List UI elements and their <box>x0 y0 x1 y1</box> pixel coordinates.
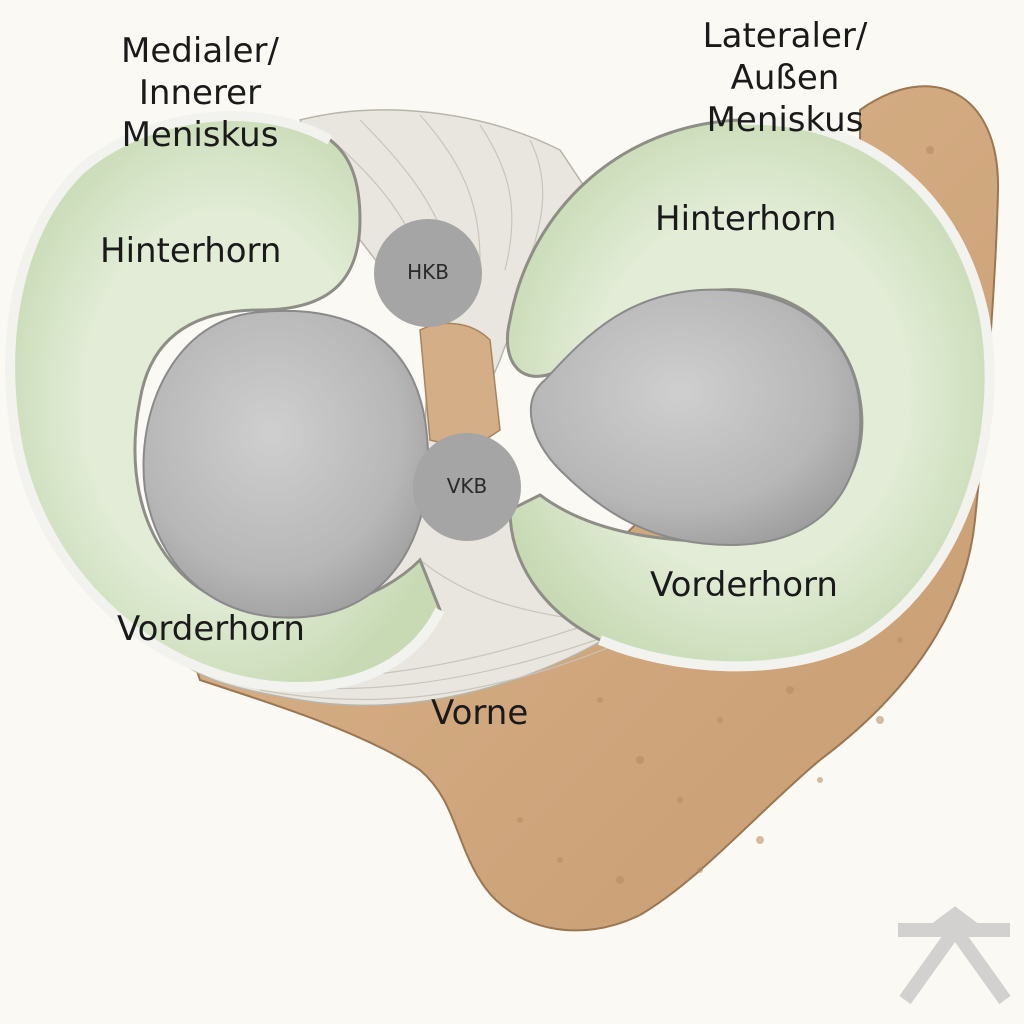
medial-posterior-horn-label: Hinterhorn <box>100 231 282 271</box>
intercondylar-area <box>419 322 501 451</box>
lateral-title-line-2: Außen <box>730 58 840 98</box>
bone-texture <box>517 146 958 884</box>
lateral-title-line-1: Lateraler/ <box>702 16 868 56</box>
medial-title-line-2: Innerer <box>138 73 262 113</box>
medial-title-line-3: Meniskus <box>121 115 279 155</box>
tibia-bone <box>178 85 1000 932</box>
watermark-logo <box>898 906 1011 1005</box>
acl-marker <box>413 433 521 541</box>
lateral-meniscus-rim <box>598 114 995 672</box>
lateral-posterior-horn-label: Hinterhorn <box>655 199 837 239</box>
lateral-cartilage <box>529 288 862 547</box>
medial-meniscus-rim <box>5 111 445 693</box>
medial-title-line-1: Medialer/ <box>121 31 279 71</box>
acl-label: VKB <box>446 474 488 498</box>
pcl-marker <box>374 219 482 327</box>
lateral-anterior-horn-label: Vorderhorn <box>650 565 838 605</box>
lateral-meniscus-title: Lateraler/ Außen Meniskus <box>680 15 890 141</box>
lateral-title-line-3: Meniskus <box>706 100 864 140</box>
medial-cartilage <box>142 309 430 619</box>
medial-meniscus-title: Medialer/ Innerer Meniskus <box>100 30 300 156</box>
medial-anterior-horn-label: Vorderhorn <box>117 609 305 649</box>
pcl-label: HKB <box>407 260 449 284</box>
anterior-label: Vorne <box>431 693 529 733</box>
